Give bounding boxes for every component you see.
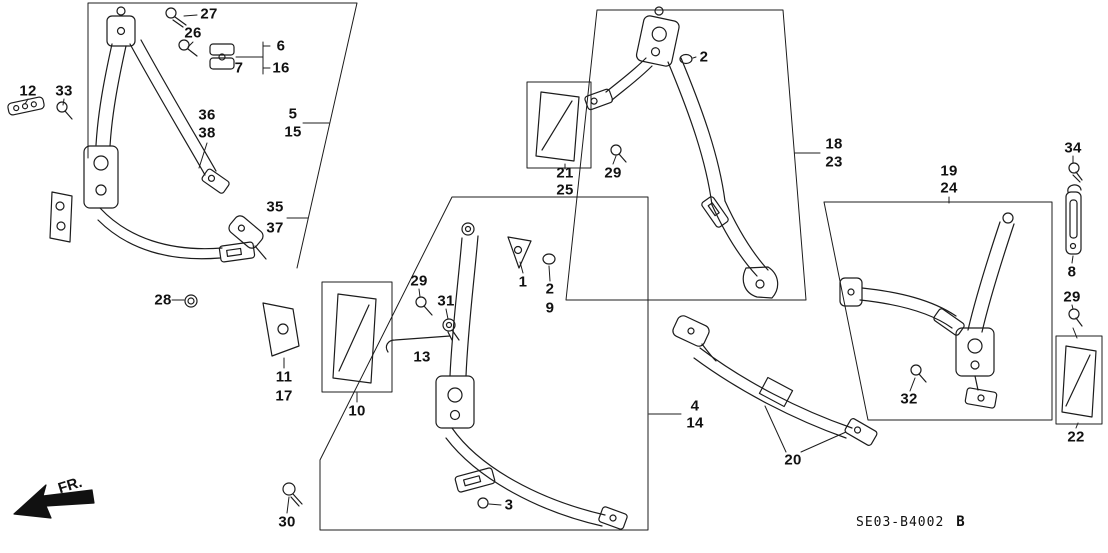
callout-4: 4 bbox=[690, 397, 700, 415]
callout-30: 30 bbox=[278, 513, 296, 531]
callout-31: 31 bbox=[437, 292, 455, 310]
callout-8: 8 bbox=[1067, 263, 1077, 281]
callout-15: 15 bbox=[284, 123, 302, 141]
callout-29: 29 bbox=[604, 164, 622, 182]
callout-29: 29 bbox=[410, 272, 428, 290]
callout-33: 33 bbox=[55, 82, 73, 100]
fr-direction-arrow bbox=[13, 484, 95, 519]
callout-2: 2 bbox=[699, 48, 709, 66]
callout-16: 16 bbox=[272, 59, 290, 77]
assembly-front-inner-center bbox=[435, 222, 628, 530]
callout-36: 36 bbox=[198, 106, 216, 124]
callout-12: 12 bbox=[19, 82, 37, 100]
fasteners-top-left bbox=[165, 7, 235, 70]
callout-5: 5 bbox=[288, 105, 298, 123]
assembly-rear-inner-right bbox=[839, 212, 1015, 409]
callout-22: 22 bbox=[1067, 428, 1085, 446]
callout-18: 18 bbox=[825, 135, 843, 153]
callout-13: 13 bbox=[413, 348, 431, 366]
callout-7: 7 bbox=[234, 59, 244, 77]
callout-10: 10 bbox=[348, 402, 366, 420]
callout-11: 11 bbox=[275, 368, 293, 386]
callout-24: 24 bbox=[940, 179, 958, 197]
callout-14: 14 bbox=[686, 414, 704, 432]
callout-28: 28 bbox=[154, 291, 172, 309]
callout-35: 35 bbox=[266, 198, 284, 216]
part-pad-10 bbox=[332, 293, 377, 384]
callout-38: 38 bbox=[198, 124, 216, 142]
diagram-code-text: SE03-B4002 bbox=[856, 515, 945, 530]
callout-1: 1 bbox=[518, 273, 528, 291]
part-belt-guide-12-33 bbox=[7, 96, 73, 120]
diagram-code: SE03-B4002 B bbox=[856, 514, 965, 530]
callout-26: 26 bbox=[184, 24, 202, 42]
parts-right-column bbox=[1061, 162, 1097, 418]
callout-20: 20 bbox=[784, 451, 802, 469]
callout-23: 23 bbox=[825, 153, 843, 171]
assembly-front-outer-left bbox=[49, 6, 267, 263]
assembly-rear-lap-belt bbox=[672, 315, 878, 446]
callout-21: 21 bbox=[556, 164, 574, 182]
callout-19: 19 bbox=[940, 162, 958, 180]
assembly-rear-outer-top bbox=[535, 6, 779, 299]
callout-25: 25 bbox=[556, 181, 574, 199]
enclosure-boxes bbox=[87, 2, 1103, 531]
callout-37: 37 bbox=[266, 219, 284, 237]
diagram-code-suffix: B bbox=[956, 514, 965, 530]
callout-3: 3 bbox=[504, 496, 514, 514]
fasteners-center-left bbox=[282, 296, 460, 507]
callout-2: 2 bbox=[545, 280, 555, 298]
callout-32: 32 bbox=[900, 390, 918, 408]
leader-lines bbox=[24, 14, 1079, 514]
callout-6: 6 bbox=[276, 37, 286, 55]
callout-17: 17 bbox=[275, 387, 293, 405]
part-nut-28-cover-11 bbox=[184, 294, 300, 357]
callout-29: 29 bbox=[1063, 288, 1081, 306]
callout-34: 34 bbox=[1064, 139, 1082, 157]
callout-27: 27 bbox=[200, 5, 218, 23]
callout-9: 9 bbox=[545, 299, 555, 317]
